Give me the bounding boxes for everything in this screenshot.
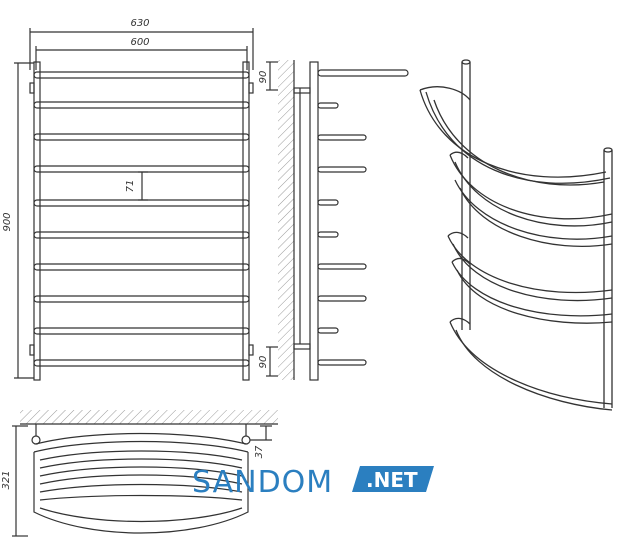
dim-depth: 321: [1, 470, 12, 489]
dim-bottom-offset: 90: [258, 356, 269, 369]
dim-bracket-offset: 37: [254, 445, 265, 458]
dim-height: 900: [2, 212, 13, 231]
watermark-tld: .NET: [366, 468, 418, 492]
watermark-logo: SANDOM .NET: [192, 465, 434, 500]
front-view: [14, 28, 254, 381]
dim-spacing: 71: [125, 180, 136, 193]
watermark-brand: SANDOM: [192, 465, 333, 500]
top-view: [12, 410, 278, 537]
watermark-badge: [352, 466, 434, 492]
dim-inner-width: 600: [130, 37, 149, 48]
dim-top-offset: 90: [258, 71, 269, 84]
dim-outer-width: 630: [130, 18, 149, 29]
isometric-view: [419, 59, 613, 411]
side-view: [266, 60, 409, 381]
